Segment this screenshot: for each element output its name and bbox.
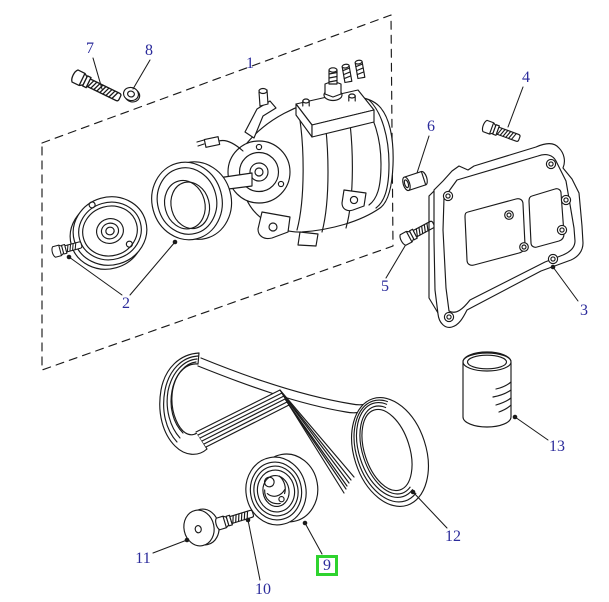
callout-5[interactable]: 5 — [381, 278, 389, 295]
bolt-7 — [71, 69, 122, 102]
coil-wire — [196, 136, 244, 152]
callout-8[interactable]: 8 — [145, 42, 153, 59]
callout-12[interactable]: 12 — [445, 528, 461, 545]
callout-10[interactable]: 10 — [255, 581, 271, 598]
callout-7[interactable]: 7 — [86, 40, 94, 57]
callout-3[interactable]: 3 — [580, 302, 588, 319]
spacer-6 — [402, 170, 428, 192]
callout-9[interactable]: 9 — [323, 556, 331, 574]
callout-1[interactable]: 1 — [246, 55, 254, 72]
hose-sleeve — [462, 351, 512, 428]
bolt-5 — [399, 220, 436, 246]
callout-4[interactable]: 4 — [522, 69, 530, 86]
compressor — [196, 59, 394, 247]
drive-belt — [159, 352, 429, 507]
end-cap — [183, 508, 220, 547]
mounting-bracket — [428, 143, 584, 328]
bolt-10 — [215, 509, 255, 531]
callout-2[interactable]: 2 — [122, 295, 130, 312]
callout-11[interactable]: 11 — [135, 550, 151, 567]
idler-pulley — [245, 453, 319, 526]
selected-callout-box: 9 — [316, 555, 338, 576]
bolt-4 — [481, 119, 521, 142]
leader-lines — [66, 57, 579, 581]
clutch-bolt — [51, 241, 83, 258]
washer-8 — [122, 86, 141, 103]
boundary-box — [41, 14, 394, 371]
callout-6[interactable]: 6 — [427, 118, 435, 135]
clutch-plate — [69, 196, 148, 270]
coil-pulley — [151, 161, 233, 241]
callout-13[interactable]: 13 — [549, 438, 565, 455]
